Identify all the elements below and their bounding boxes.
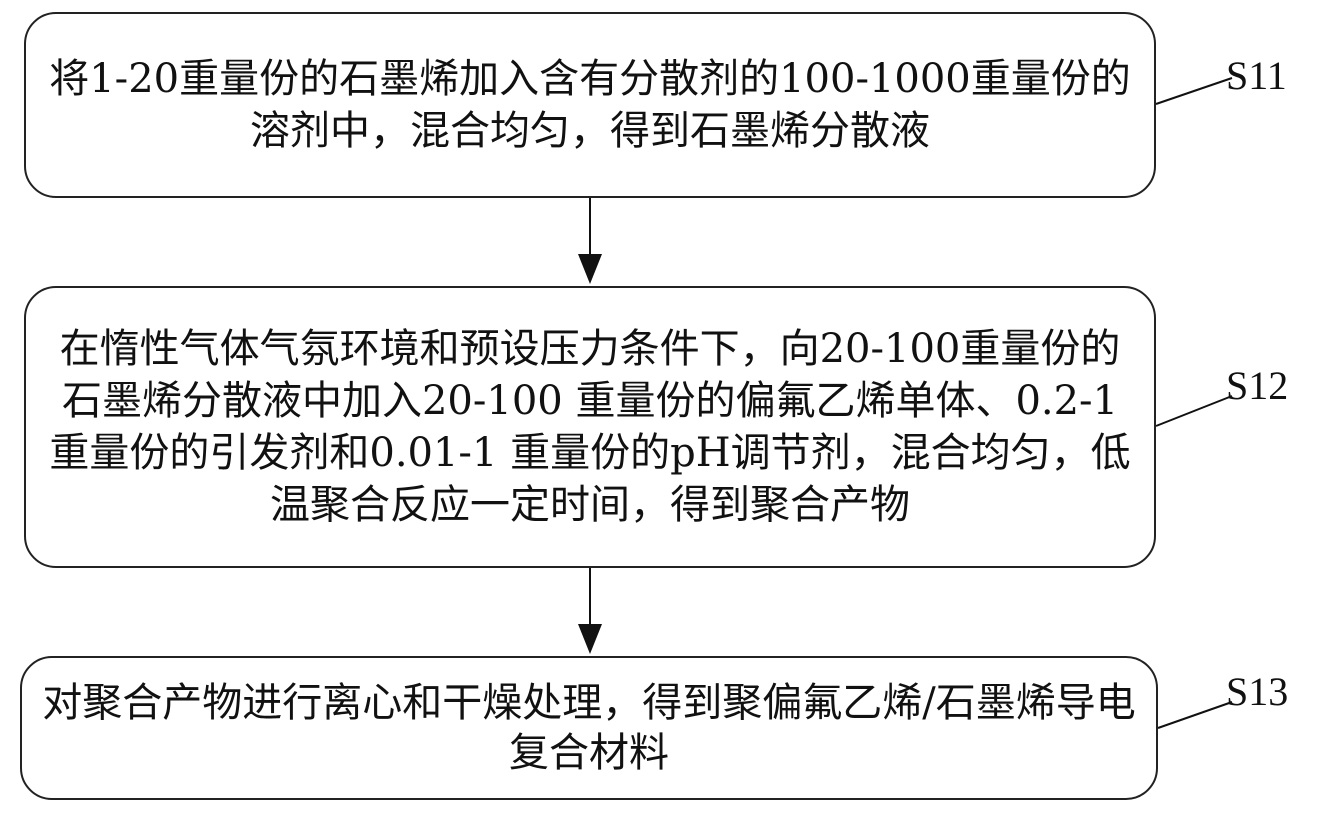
leader-line-s11 xyxy=(1155,77,1233,105)
arrow-s12-to-s13 xyxy=(578,568,602,654)
step-label-s11: S11 xyxy=(1226,53,1287,98)
step-box-s12: 在惰性气体气氛环境和预设压力条件下，向20-100重量份的石墨烯分散液中加入20… xyxy=(24,286,1156,568)
leader-line-s13 xyxy=(1157,701,1233,729)
step-label-s12: S12 xyxy=(1226,363,1289,408)
step-label-s13: S13 xyxy=(1226,669,1289,714)
leader-line-s12 xyxy=(1155,395,1233,427)
step-box-s11: 将1-20重量份的石墨烯加入含有分散剂的100-1000重量份的溶剂中，混合均匀… xyxy=(24,12,1156,198)
step-text-s13: 对聚合产物进行离心和干燥处理，得到聚偏氟乙烯/石墨烯导电复合材料 xyxy=(42,680,1136,776)
arrow-s11-to-s12 xyxy=(578,198,602,284)
step-text-s12: 在惰性气体气氛环境和预设压力条件下，向20-100重量份的石墨烯分散液中加入20… xyxy=(49,326,1131,528)
step-box-s13: 对聚合产物进行离心和干燥处理，得到聚偏氟乙烯/石墨烯导电复合材料 xyxy=(20,656,1158,800)
step-text-s11: 将1-20重量份的石墨烯加入含有分散剂的100-1000重量份的溶剂中，混合均匀… xyxy=(49,56,1131,154)
